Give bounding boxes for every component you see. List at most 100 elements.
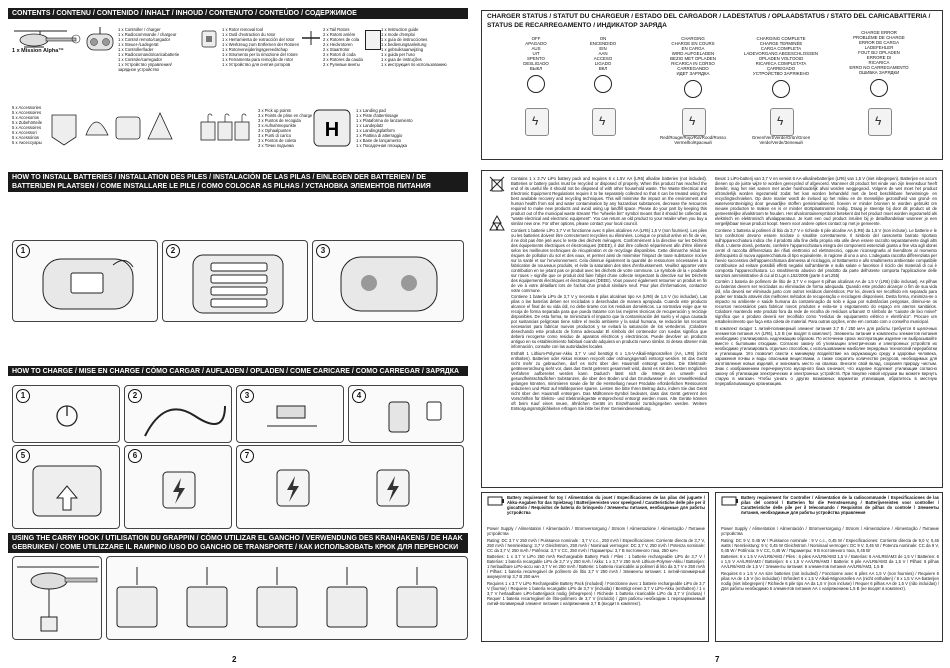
list-item: 3 x Punti di carico: [258, 133, 292, 138]
list-item: 1 x Herramienta de extracción del rotor: [222, 37, 295, 42]
status-text: OFF: [531, 36, 541, 41]
req-line: Rating: DC 3.7 V 250 mAh / Puissance nom…: [487, 537, 705, 553]
contents-rotor-tool-list: 1 x Rotor removal tool 1 x Outil d'extra…: [222, 27, 299, 67]
list-item: 1 x guía de instrucciones: [381, 37, 428, 42]
power-switch-icon: [56, 405, 78, 427]
page-number: 2: [232, 655, 237, 664]
list-item: 1 x Steuer-/Ladegerät: [118, 42, 159, 47]
list-item: 2 x Staartrotor: [323, 47, 350, 52]
ctrl-req-details: Power Supply / Alimentation / Alimentaci…: [721, 526, 939, 638]
status-text: CARGA COMPLETA: [760, 46, 802, 51]
status-error: CHARGE ERROR PROBLÈME DE CHARGE ERROR DE…: [841, 30, 917, 97]
status-text: ENCENDIDO: [589, 41, 617, 46]
heli-battery-req-box: [481, 492, 709, 642]
list-item: 1 x mode d'emploi: [381, 32, 415, 37]
paragraph-pt: Contém 1 bateria de polímero de lítio de…: [715, 279, 937, 324]
list-item: 1 x Landing pad: [356, 108, 386, 113]
list-item: 5 x Accesorios: [12, 115, 39, 120]
list-item: 5 x Accessoires: [12, 125, 42, 130]
status-text: BEZIG MET OPLADEN: [670, 56, 716, 61]
list-item: 5 x Accessori: [12, 130, 37, 135]
red-led-label: Red/Rouge/Rojo/Rot/Rood/Rosso Vermelho/К…: [660, 135, 726, 145]
status-text: LADEFEHLER: [864, 45, 894, 50]
paragraph-de: Enthält 1 Lithium-Polymer-Akku 3,7 V und…: [511, 350, 707, 411]
controller-back-icon: [42, 258, 134, 310]
status-text: WIRD AUFGELADEN: [671, 51, 715, 56]
helicopter-illustration: [12, 28, 82, 50]
lightning-icon: ϟ: [875, 114, 882, 128]
charge-step-3: 3: [236, 385, 344, 443]
list-item: 1 x Piste d'atterrissage: [356, 113, 399, 118]
list-item: 3 x Puntos de recogida: [258, 118, 301, 123]
led-complete-indicator: ϟ: [770, 108, 794, 136]
status-text: EIN: [599, 46, 607, 51]
list-item: 5 x Accessories: [12, 105, 42, 110]
list-item: 3 x Ophaalpunten: [258, 128, 292, 133]
status-charging: CHARGING CHARGE EN COURS EN CARGA WIRD A…: [655, 36, 731, 98]
right-page: CHARGER STATUS / STATUT DU CHARGEUR / ES…: [475, 0, 950, 668]
status-text: CHARGE ERROR: [861, 30, 897, 35]
status-text: CHARGING COMPLETE: [756, 36, 806, 41]
list-item: 1 x Controle/carregador: [118, 57, 162, 62]
recycle-icon: [489, 214, 505, 231]
battery-step-1: 1: [12, 240, 158, 322]
led-on-indicator: ϟ: [592, 108, 616, 136]
led-charging-indicator: ϟ: [682, 108, 706, 136]
list-item: 1 x Strumento per la rimozione del rotor…: [222, 52, 298, 57]
status-text: ERRORE DI: [866, 55, 892, 60]
status-text: ACCESO: [593, 56, 613, 61]
list-item: 2 x Рулевые винты: [323, 62, 360, 67]
accessories-list: 5 x Accessories 5 x Accessoires 5 x Acce…: [12, 105, 42, 145]
list-item: 5 x Zubehörteile: [12, 120, 43, 125]
pickup-points-illustration: [198, 108, 254, 148]
list-item: 1 x Plataforma de lanzamiento: [356, 118, 413, 123]
status-text: CHARGE EN COURS: [671, 41, 715, 46]
error-button-icon: [870, 79, 888, 97]
carry-hook-header: USING THE CARRY HOOK / UTILISATION DU GR…: [8, 533, 468, 553]
power-on-icon: [594, 75, 612, 93]
paragraph-es: Contiene 1 batería LiPo de 3,7 V y neces…: [511, 294, 707, 349]
step-number: 2: [128, 389, 142, 403]
list-item: 5 x Accessoires: [12, 110, 42, 115]
list-item: 1 x Controller / charger: [118, 27, 161, 32]
hook-sequence-icon: [116, 567, 438, 628]
list-item: 5 x Аксессуары: [12, 140, 42, 145]
list-item: 1 x guia de instruções: [381, 57, 422, 62]
controller-icon: [86, 27, 114, 51]
status-text: EN CARGA: [681, 46, 705, 51]
landing-pad-icon: H: [313, 109, 351, 147]
charge-cable-icon: [144, 405, 226, 437]
list-item: 1 x guida per l'uso: [381, 52, 415, 57]
list-item: 1 x Outil d'extraction du rotor: [222, 32, 276, 37]
heli-label: 1 x Mission Alpha™: [12, 48, 64, 54]
list-item: зарядное устройство: [118, 67, 159, 72]
status-text: AAN: [598, 51, 608, 56]
charge-plug-icon: [388, 401, 442, 433]
list-item: 1 x Base de lançamento: [356, 138, 401, 143]
status-off: OFF APAGADO AUS UIT SPENTO DESLIGADO ВЫК…: [511, 36, 561, 93]
controller-illustration: [85, 26, 115, 56]
accessories-illustration: [48, 105, 188, 150]
heli-req-details: Power Supply / Alimentation / Alimentaci…: [487, 526, 705, 638]
step-number: 3: [240, 389, 254, 403]
status-on: ON ENCENDIDO EIN AAN ACCESO LIGADO ВКЛ: [578, 36, 628, 93]
ctrl-battery-req-box: [715, 492, 943, 642]
list-item: 5 x Acessórios: [12, 135, 39, 140]
rotor-tool-illustration: [198, 28, 220, 50]
instruction-guide-illustration: [365, 30, 381, 50]
status-text: ИДЕТ ЗАРЯДКА: [676, 71, 710, 76]
charge-step-1: 1: [12, 385, 120, 443]
contents-guide-list: 1 x Instruction guide 1 x mode d'emploi …: [381, 27, 447, 67]
contents-tail-rotor-list: 2 x Tail Rotors 2 x Rotors arrière 2 x R…: [323, 27, 363, 67]
step-number: 5: [16, 449, 30, 463]
status-text: APAGADO: [525, 41, 547, 46]
status-text: RICARICA COMPLETATA: [755, 61, 807, 66]
status-text: CHARGE TERMINÉE: [759, 41, 803, 46]
list-item: 3 x Points de prise en charge: [258, 113, 313, 118]
charging-button-icon: [684, 80, 702, 98]
list-item: 1 x Устройство управления/: [118, 62, 172, 67]
svg-text:H: H: [325, 119, 339, 141]
status-text: CHARGING: [681, 36, 705, 41]
pickup-points-list: 3 x Pick up points 3 x Points de prise e…: [258, 108, 312, 148]
tail-rotor-illustration: [300, 30, 322, 46]
